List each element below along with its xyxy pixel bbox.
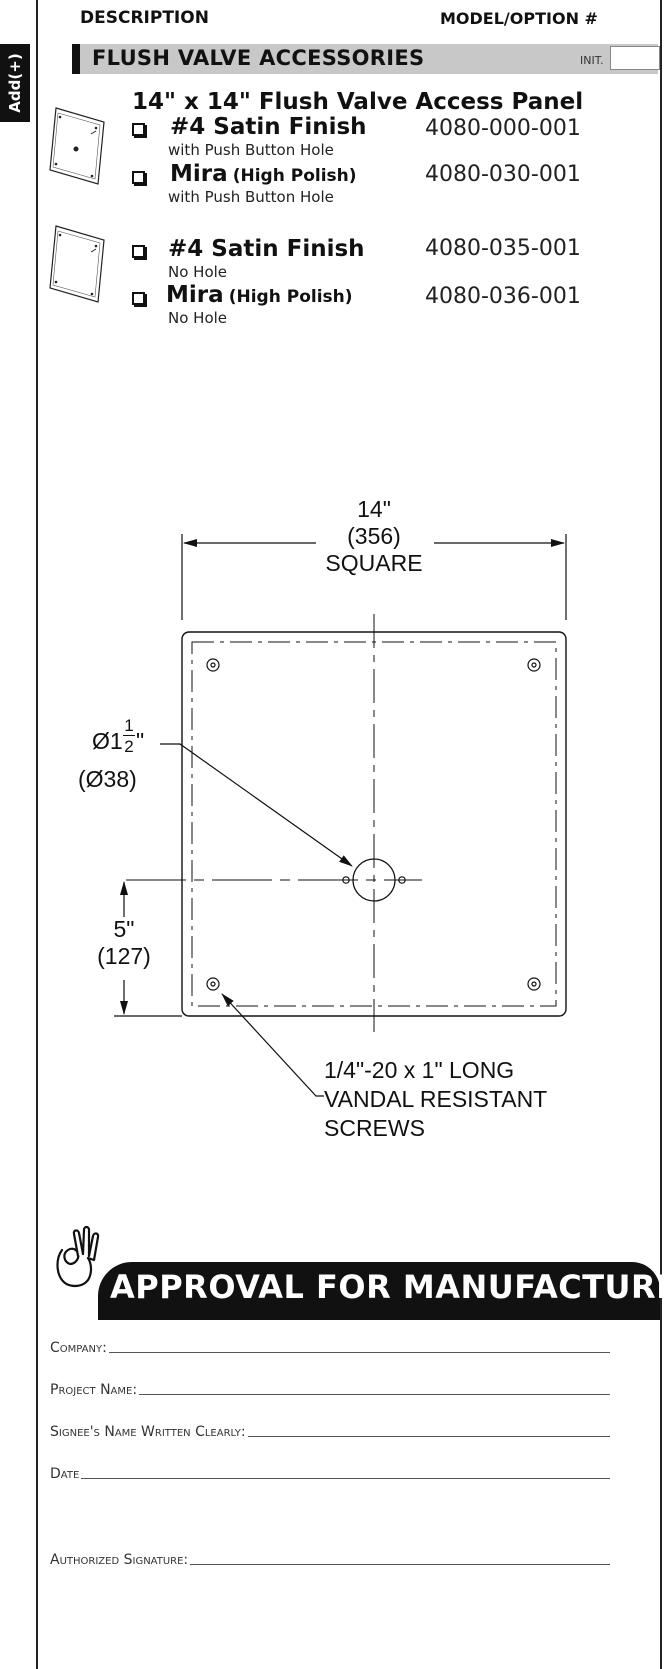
option-model-number: 4080-000-001 bbox=[425, 116, 581, 141]
offset-dimension-label: 5" (127) bbox=[74, 916, 174, 970]
option-label: Mira (High Polish) bbox=[170, 161, 357, 187]
width-dimension-label: 14" (356) SQUARE bbox=[314, 496, 434, 577]
option-note: No Hole bbox=[168, 309, 228, 327]
screw-callout-line2: VANDAL RESISTANT bbox=[324, 1086, 548, 1112]
project-name-label: Project Name: bbox=[50, 1382, 138, 1398]
approval-title: APPROVAL FOR MANUFACTURE bbox=[110, 1268, 670, 1306]
option-note: with Push Button Hole bbox=[168, 141, 334, 159]
model-header: MODEL/OPTION # bbox=[440, 9, 598, 28]
signee-name-label: Signee's Name Written Clearly: bbox=[50, 1424, 246, 1440]
description-header: DESCRIPTION bbox=[80, 8, 209, 28]
offset-inches: 5" bbox=[113, 916, 135, 942]
company-field[interactable]: Company: bbox=[50, 1334, 610, 1356]
product-title: 14" x 14" Flush Valve Access Panel bbox=[132, 89, 584, 115]
option-name: Mira bbox=[166, 282, 224, 308]
date-field[interactable]: Date bbox=[50, 1460, 610, 1482]
signature-label: Authorized Signature: bbox=[50, 1552, 189, 1568]
date-label: Date bbox=[50, 1466, 80, 1482]
left-border bbox=[36, 0, 38, 1669]
right-border bbox=[660, 0, 662, 1669]
hole-diameter-mm: (Ø38) bbox=[78, 766, 137, 792]
option-model-number: 4080-036-001 bbox=[425, 284, 581, 309]
hole-fraction-denominator: 2 bbox=[124, 737, 134, 756]
screw-callout-line3: SCREWS bbox=[324, 1115, 425, 1141]
hole-diameter-label: Ø1 1 2 " (Ø38) bbox=[78, 716, 160, 793]
ok-hand-icon bbox=[56, 1225, 100, 1288]
init-field[interactable] bbox=[610, 46, 660, 70]
project-name-field[interactable]: Project Name: bbox=[50, 1376, 610, 1398]
project-name-line bbox=[139, 1394, 610, 1395]
section-header: FLUSH VALVE ACCESSORIES INIT. bbox=[72, 44, 660, 74]
signee-name-line bbox=[247, 1436, 610, 1437]
offset-mm: (127) bbox=[97, 943, 151, 969]
option-label: Mira (High Polish) bbox=[166, 282, 353, 308]
signee-name-field[interactable]: Signee's Name Written Clearly: bbox=[50, 1418, 610, 1440]
panel-no-hole-thumbnail bbox=[49, 225, 105, 303]
option-checkbox-mira-nohole[interactable] bbox=[132, 292, 145, 305]
option-name: #4 Satin Finish bbox=[168, 236, 365, 262]
option-model-number: 4080-030-001 bbox=[425, 162, 581, 187]
company-label: Company: bbox=[50, 1340, 107, 1356]
option-checkbox-mira-hole[interactable] bbox=[132, 171, 145, 184]
option-checkbox-satin-hole[interactable] bbox=[132, 123, 145, 136]
option-name: Mira bbox=[170, 161, 228, 187]
hole-fraction-numerator: 1 bbox=[123, 716, 135, 736]
shape-label: SQUARE bbox=[325, 550, 423, 576]
add-tab[interactable]: Add(+) bbox=[0, 44, 30, 122]
signature-line bbox=[190, 1564, 610, 1565]
option-note: No Hole bbox=[168, 263, 228, 281]
hole-diameter-suffix: " bbox=[136, 728, 145, 754]
panel-with-hole-thumbnail bbox=[49, 107, 105, 185]
option-subtitle: (High Polish) bbox=[232, 166, 357, 186]
hole-diameter-prefix: Ø1 bbox=[92, 728, 123, 754]
width-mm: (356) bbox=[347, 523, 401, 549]
option-note: with Push Button Hole bbox=[168, 188, 334, 206]
signature-field[interactable]: Authorized Signature: bbox=[50, 1546, 610, 1568]
approval-banner: APPROVAL FOR MANUFACTURE bbox=[98, 1262, 670, 1320]
section-title: FLUSH VALVE ACCESSORIES bbox=[92, 46, 425, 70]
option-model-number: 4080-035-001 bbox=[425, 236, 581, 261]
option-subtitle: (High Polish) bbox=[228, 287, 353, 307]
option-name: #4 Satin Finish bbox=[170, 114, 367, 140]
company-line bbox=[108, 1352, 610, 1353]
date-line bbox=[81, 1478, 610, 1479]
screw-callout-line1: 1/4"-20 x 1" LONG bbox=[324, 1057, 515, 1083]
init-label: INIT. bbox=[580, 54, 604, 67]
screw-callout: 1/4"-20 x 1" LONG VANDAL RESISTANT SCREW… bbox=[324, 1056, 547, 1143]
option-checkbox-satin-nohole[interactable] bbox=[132, 245, 145, 258]
width-inches: 14" bbox=[357, 496, 391, 522]
